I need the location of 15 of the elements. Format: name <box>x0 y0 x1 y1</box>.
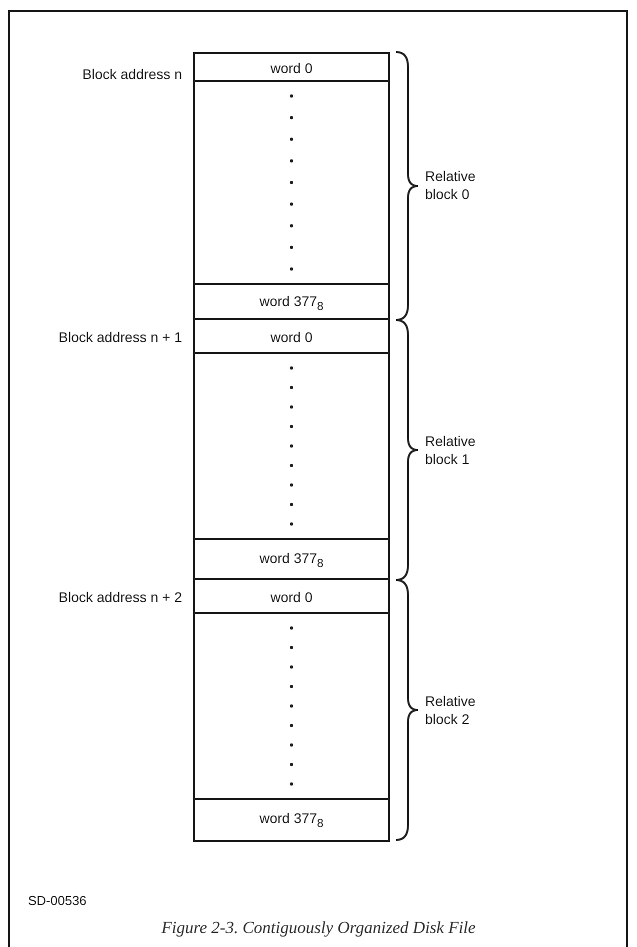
word-label: word 0 <box>270 329 313 345</box>
memory-word-box <box>193 798 390 842</box>
word-label: word 377$_{8}$ <box>259 810 324 830</box>
figure-id-label: SD-00536 <box>28 892 87 910</box>
word-label: word 377$_{8}$ <box>259 292 324 312</box>
relative-block-label: Relative block 0 <box>425 167 477 203</box>
figure-caption: Figure 2-3. Contiguously Organized Disk File <box>160 918 477 938</box>
relative-block-label: Relative block 1 <box>425 432 477 468</box>
word-label: word 0 <box>270 60 313 76</box>
block-address-label: Block address n + 1 <box>58 328 182 346</box>
block-address-label: Block address n <box>82 65 182 83</box>
relative-block-label: Relative block 2 <box>425 692 477 728</box>
block-address-label: Block address n + 2 <box>58 588 182 606</box>
word-label: word 377$_{8}$ <box>259 550 324 570</box>
word-label: word 0 <box>270 589 313 605</box>
